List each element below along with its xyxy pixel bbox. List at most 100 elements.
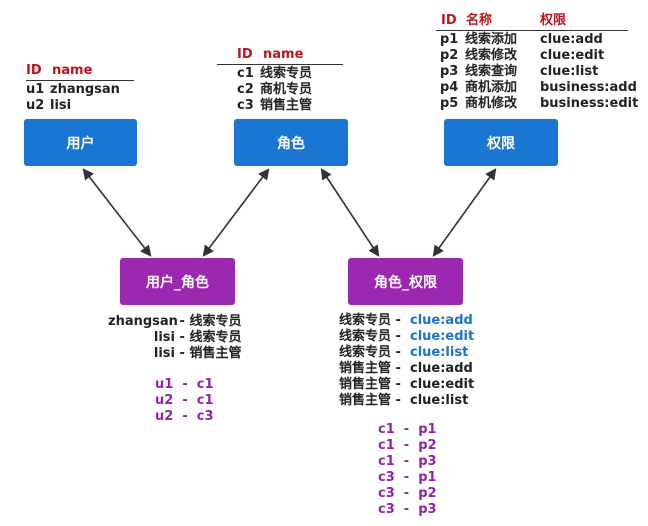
user-name-cell: lisi [50,98,72,113]
list-item: 销售主管 - clue:list [339,393,469,409]
role-name: 线索专员 [339,313,392,328]
permission-table: ID 名称 权限 p1 线索添加 clue:add p2 线索修改 clue:edit p3… [436,13,638,112]
list-item: c1 - p2 [378,438,437,453]
list-item: u2 - c3 [155,409,214,424]
role-id-header: ID [237,47,253,62]
user-name-cell: zhangsan [50,82,120,97]
role-name: 线索专员 [189,330,242,345]
arrow-role-to-role-perm [320,168,380,257]
perm-value-cell: business:add [540,80,637,95]
permission-value: clue:list [410,345,469,360]
role-name: 销售主管 [189,346,242,361]
list-item: c3 - p3 [378,502,437,517]
permission-value: clue:add [410,361,473,376]
list-item: u1 - c1 [155,377,214,392]
list-item: c3 - p1 [378,470,437,485]
permission-value: clue:edit [410,329,475,344]
role-id-cell: c3 [237,98,254,113]
user-id-header: ID [26,63,42,78]
user-id-cell: u2 [26,98,45,113]
perm-name-cell: 线索查询 [465,64,518,79]
perm-value-cell: clue:list [540,64,599,79]
role-name: 销售主管 [339,361,392,376]
role-permission-box: 角色_权限 [348,258,463,305]
separator: - [391,313,410,328]
user-role-id-list: u1 - c1 u2 - c1 u2 - c3 [155,377,235,425]
list-item: 线索专员 - clue:edit [339,329,474,345]
user-table-rule [26,80,134,81]
table-row: p2 线索修改 clue:edit [436,48,628,64]
arrow-user-to-user-role [82,168,152,257]
perm-id-cell: p2 [440,48,459,63]
role-box: 角色 [234,119,348,166]
perm-value-cell: clue:add [540,32,603,47]
role-perm-id-list: c1 - p1 c1 - p2 c1 - p3 c3 - p1 c3 - p2 … [378,422,458,518]
separator: - [391,377,410,392]
perm-name-cell: 商机修改 [465,96,518,111]
user-role-box: 用户_角色 [120,258,235,305]
user-id-cell: u1 [26,82,45,97]
list-item: u2 - c1 [155,393,214,408]
separator: - [391,329,410,344]
perm-id-cell: p1 [440,32,459,47]
arrow-role-to-user-role [202,168,270,257]
list-item: 销售主管 - clue:add [339,361,473,377]
table-row: c2 商机专员 [217,82,343,98]
table-row: p4 商机添加 business:add [436,80,637,96]
list-item: lisi - 线索专员 [108,330,248,346]
perm-name-cell: 线索添加 [465,32,518,47]
list-item: zhangsan - 线索专员 [108,314,248,330]
list-item: c1 - p1 [378,422,437,437]
role-name-header: name [263,47,304,62]
perm-id-header: ID [441,13,457,28]
list-item: c3 - p2 [378,486,437,501]
perm-id-cell: p3 [440,64,459,79]
separator: - [175,346,190,361]
table-row: u2 lisi [26,98,134,114]
user-name: lisi [153,330,175,345]
perm-name-header: 名称 [466,13,493,28]
perm-name-cell: 商机添加 [465,80,518,95]
role-id-cell: c2 [237,82,254,97]
separator: - [391,345,410,360]
list-item: 线索专员 - clue:list [339,345,469,361]
role-name: 销售主管 [339,393,392,408]
role-perm-name-list: 线索专员 - clue:add 线索专员 - clue:edit 线索专员 - … [339,313,474,409]
perm-value-cell: clue:edit [540,48,605,63]
perm-value-cell: business:edit [540,96,639,111]
permission-box: 权限 [444,119,558,166]
perm-id-cell: p5 [440,96,459,111]
role-name: 销售主管 [339,377,392,392]
permission-value: clue:edit [410,377,475,392]
user-name: zhangsan [108,314,178,329]
role-name-cell: 商机专员 [260,82,313,97]
perm-value-header: 权限 [540,13,567,28]
role-id-cell: c1 [237,66,254,81]
role-table-rule [217,64,343,65]
perm-table-rule [436,30,628,31]
perm-id-cell: p4 [440,80,459,95]
list-item: 线索专员 - clue:add [339,313,473,329]
user-name: lisi [153,346,175,361]
role-table-header: ID name [217,47,343,63]
perm-name-cell: 线索修改 [465,48,518,63]
table-row: p5 商机修改 business:edit [436,96,638,112]
role-name: 线索专员 [189,314,242,329]
table-row: p3 线索查询 clue:list [436,64,628,80]
perm-table-header: ID 名称 权限 [436,13,628,29]
separator: - [391,361,410,376]
table-row: u1 zhangsan [26,82,134,98]
permission-value: clue:add [410,313,473,328]
role-name: 线索专员 [339,345,392,360]
permission-value: clue:list [410,393,469,408]
separator: - [175,330,190,345]
list-item: 销售主管 - clue:edit [339,377,474,393]
list-item: lisi - 销售主管 [108,346,248,362]
separator: - [391,393,410,408]
user-role-name-list: zhangsan - 线索专员 lisi - 线索专员 lisi - 销售主管 [108,314,248,362]
separator: - [175,314,190,329]
